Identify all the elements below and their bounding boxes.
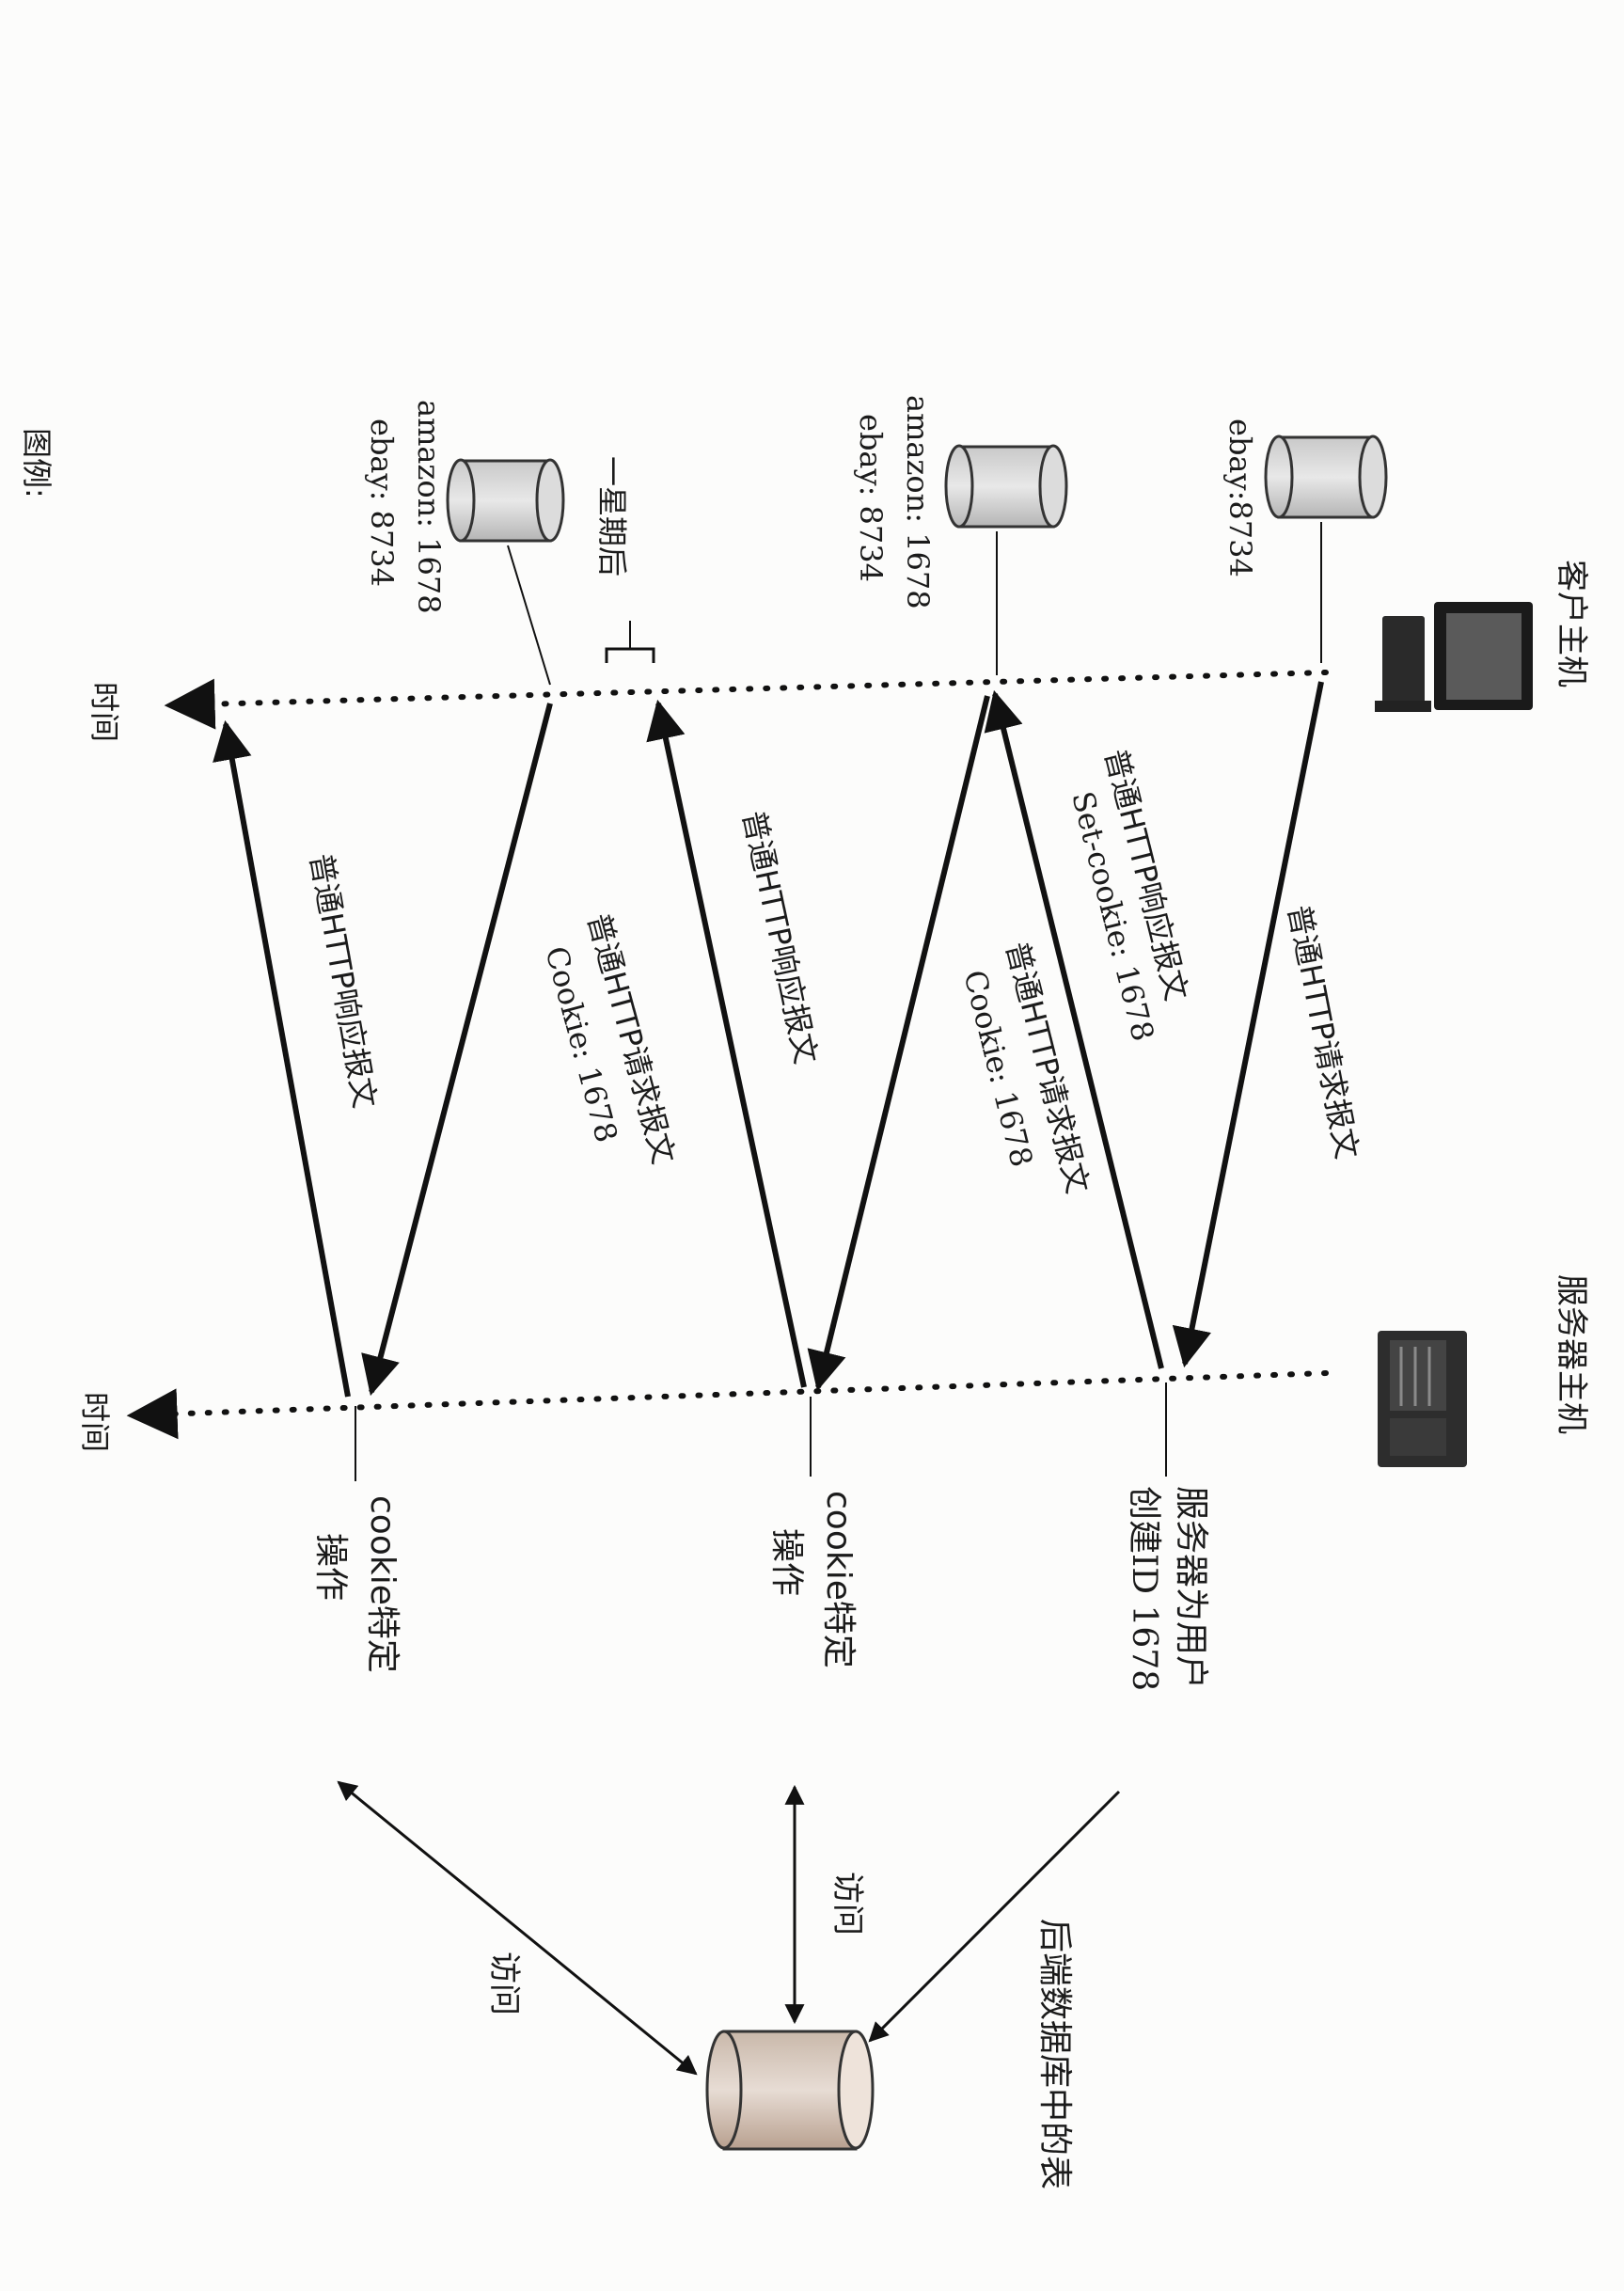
- cookie-op-2-line2: 操作: [311, 1533, 350, 1601]
- request-arrow-3: [361, 703, 553, 1397]
- cookie-file-text-2a: amazon: 1678: [900, 395, 936, 609]
- cookie-file-icon-2: [944, 444, 1068, 529]
- cookie-op-2-line1: cookie特定: [363, 1495, 402, 1673]
- cookie-file-icon-3: [446, 458, 565, 543]
- client-host-label: 客户主机: [1553, 560, 1590, 687]
- server-create-id-line2: 创建ID 1678: [1125, 1486, 1163, 1691]
- client-time-label: 时间: [87, 682, 122, 742]
- server-time-label: 时间: [77, 1392, 113, 1452]
- cookie-file-text-2b: ebay: 8734: [853, 414, 889, 582]
- db-access-label-2: 访问: [485, 1951, 523, 2015]
- legend-label: 图例:: [19, 428, 55, 498]
- server-host-label: 服务器主机: [1553, 1274, 1590, 1434]
- response-arrow-3: [213, 719, 351, 1398]
- server-icon: [1378, 1331, 1467, 1467]
- computer-icon: [1375, 602, 1533, 712]
- week-gap-label: 一星期后: [594, 456, 630, 577]
- db-arrow-access-2: [337, 1780, 698, 2076]
- db-arrow-create: [868, 1790, 1121, 2043]
- database-icon: [705, 2030, 875, 2151]
- request-arrow-1: [1172, 681, 1324, 1368]
- cookie-op-1-line2: 操作: [767, 1528, 806, 1596]
- client-timeline: [164, 670, 1329, 730]
- cookie-file-text-3b: ebay: 8734: [364, 419, 400, 587]
- response-3-label: 普通HTTP响应报文: [303, 851, 383, 1111]
- request-1-label: 普通HTTP请求报文: [1281, 902, 1365, 1161]
- server-timeline: [126, 1370, 1329, 1440]
- week-gap-bracket: [605, 647, 655, 663]
- cookie-file-icon-1: [1264, 434, 1388, 519]
- response-2-label: 普通HTTP响应报文: [735, 808, 824, 1067]
- db-access-label-1: 访问: [828, 1872, 866, 1936]
- cookie-file-text-3a: amazon: 1678: [411, 400, 447, 614]
- response-arrow-1: [984, 689, 1164, 1369]
- database-label: 后端数据库中的表: [1035, 1919, 1074, 2189]
- cookie-file-text-1: ebay:8734: [1222, 419, 1258, 577]
- server-create-id-line1: 服务器为用户: [1172, 1486, 1210, 1689]
- response-arrow-2: [646, 699, 807, 1388]
- request-arrow-2: [807, 695, 990, 1392]
- cookie-op-1-line1: cookie特定: [819, 1491, 858, 1668]
